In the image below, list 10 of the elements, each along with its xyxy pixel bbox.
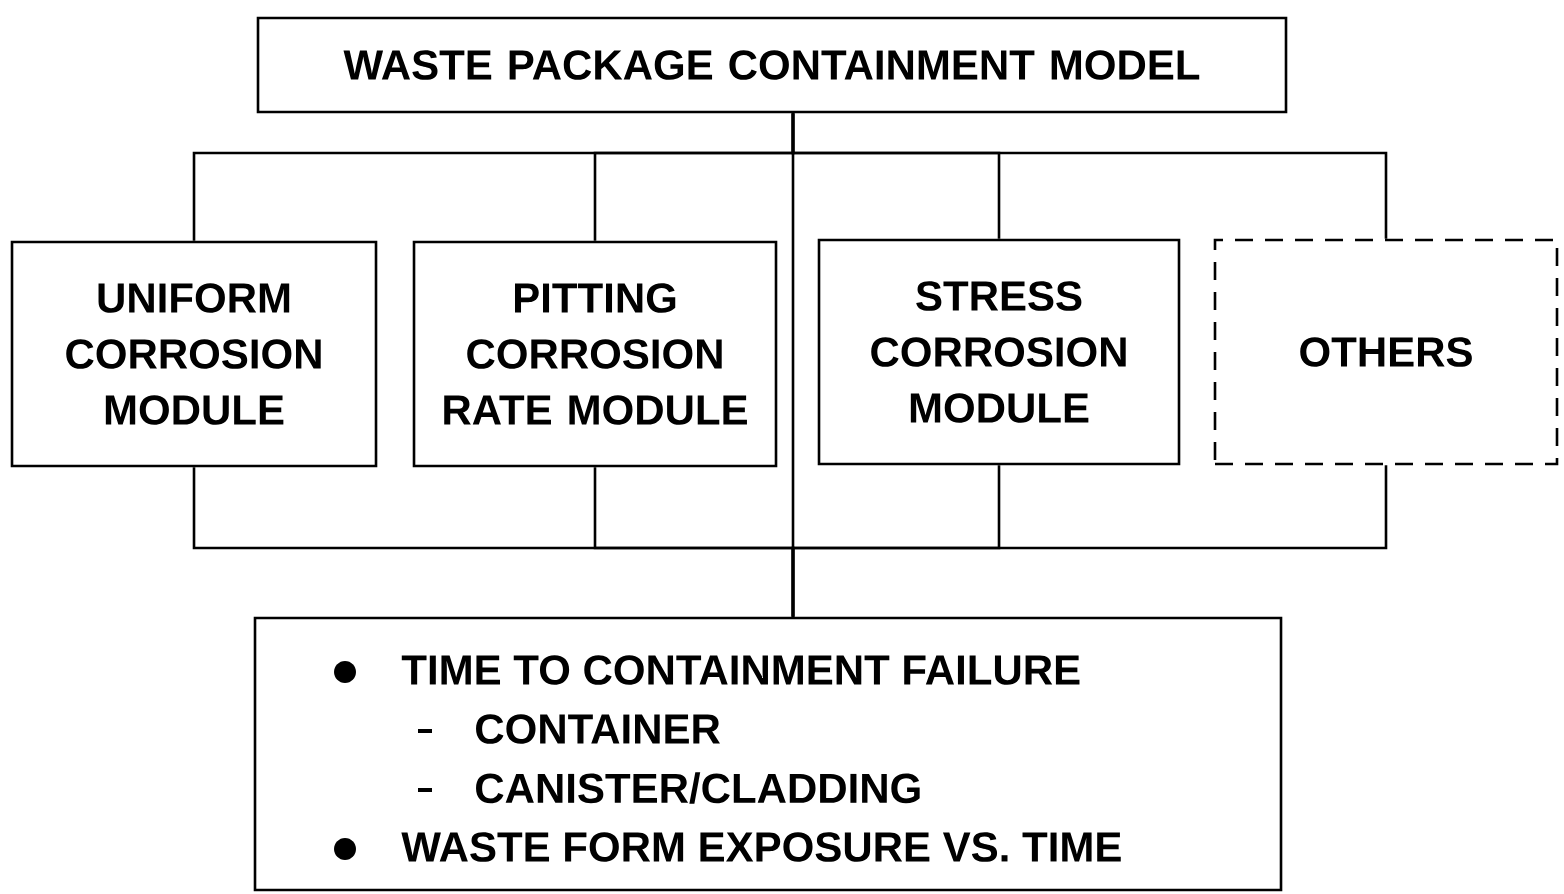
module-box: UNIFORM CORROSION MODULE [10,240,378,468]
module-box: OTHERS [1213,238,1559,466]
list-item: WASTE FORM EXPOSURE VS. TIME [401,832,1121,862]
list-item: TIME TO CONTAINMENT FAILURE [401,655,1080,685]
model-box: WASTE PACKAGE CONTAINMENT MODEL [256,16,1288,114]
list-item: CONTAINER [476,714,720,744]
connector [791,465,1388,617]
module-box: PITTING CORROSION RATE MODULE [412,240,778,468]
list-item: CANISTER/CLADDING [476,772,920,804]
module-box: STRESS CORROSION MODULE [817,238,1181,466]
